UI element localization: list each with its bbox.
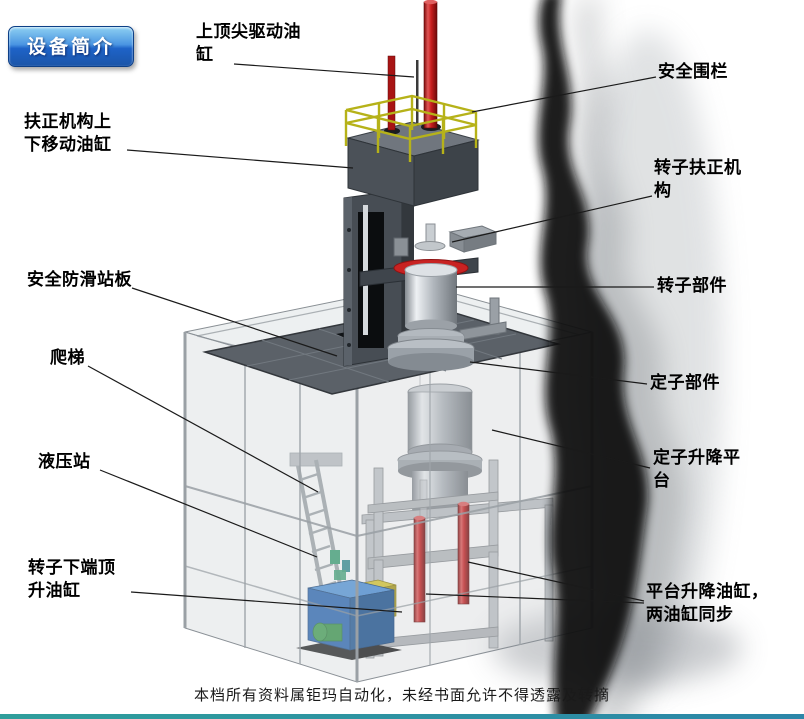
leader-ladder: [87, 365, 319, 493]
label-rotor-centering-mechanism: 转子扶正机 构: [654, 158, 742, 200]
leader-centering-move-cylinder: [126, 149, 354, 169]
hydraulic-station-unit: [296, 579, 402, 660]
leader-stator-lift-platform: [491, 429, 651, 469]
leader-stator-part: [469, 361, 648, 385]
label-ladder: 爬梯: [50, 348, 85, 367]
smoke-shadow: [538, 0, 687, 719]
enclosure-frame-front: [183, 331, 594, 683]
label-anti-slip-platform: 安全防滑站板: [27, 270, 132, 289]
label-top-drive-cylinder: 上顶尖驱动油 缸: [196, 22, 301, 64]
top-drive-rod-thin: [387, 55, 396, 131]
leader-lines: [87, 63, 657, 613]
title-badge: 设备简介: [8, 26, 135, 67]
label-hydraulic-station: 液压站: [38, 452, 91, 471]
leader-platform-lift-a: [467, 561, 645, 602]
top-drive-rods: [387, 0, 438, 131]
bottom-edge-bar: [0, 714, 804, 719]
leader-hydraulic-station: [99, 469, 318, 558]
head-box: [346, 121, 480, 207]
label-stator-lift-platform: 定子升降平 台: [653, 448, 741, 490]
title-badge-label: 设备简介: [27, 37, 116, 58]
safety-railing: [344, 94, 478, 162]
label-platform-lift-cylinders: 平台升降油缸， 两油缸同步: [646, 582, 769, 624]
leader-platform-lift-b: [425, 593, 645, 604]
leader-safety-fence: [471, 76, 657, 113]
platform-lift-rods: [413, 501, 470, 623]
leader-top-drive-cylinder: [233, 63, 415, 78]
label-rotor-bottom-jack: 转子下端顶 升油缸: [28, 558, 116, 600]
rotor-assembly: [359, 223, 507, 371]
label-stator-part: 定子部件: [650, 373, 720, 392]
leader-rotor-centering-mechanism: [451, 195, 653, 243]
label-rotor-part: 转子部件: [657, 276, 727, 295]
copyright-text: 本档所有资料属钜玛自动化，未经书面允许不得透露及转摘: [193, 687, 610, 704]
top-drive-rod-main: [423, 1, 438, 129]
valve-fittings: [330, 550, 350, 580]
label-safety-fence: 安全围栏: [658, 62, 728, 81]
label-centering-move-cylinder: 扶正机构上 下移动油缸: [24, 112, 112, 154]
leader-anti-slip-platform: [131, 287, 338, 357]
leader-rotor-bottom-jack: [130, 591, 403, 613]
